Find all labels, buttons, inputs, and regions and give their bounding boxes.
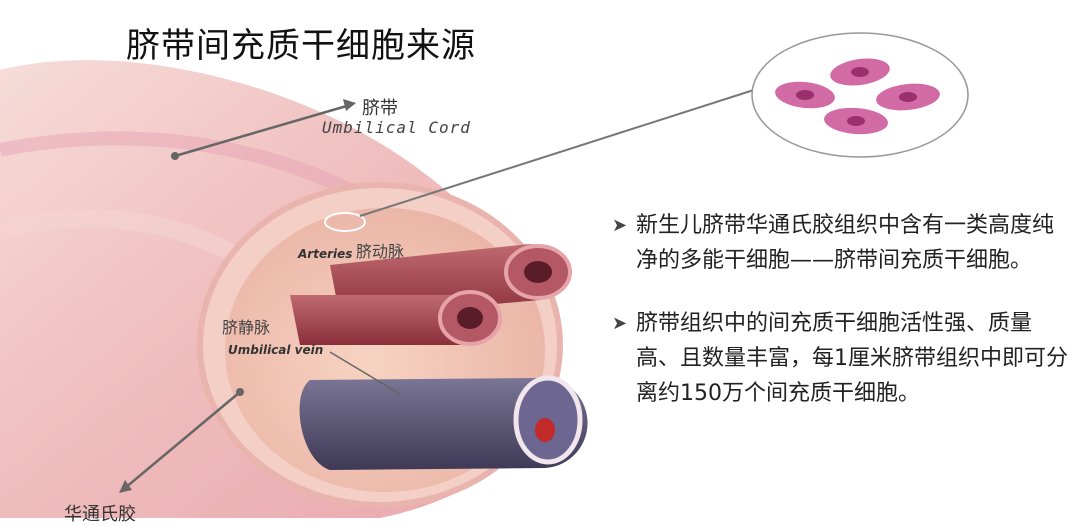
- vein: [299, 377, 588, 470]
- vein-label-en: Umbilical vein: [228, 343, 324, 357]
- page-title: 脐带间充质干细胞来源: [126, 26, 476, 66]
- description-list: ➤ 新生儿脐带华通氏胶组织中含有一类高度纯净的多能干细胞——脐带间充质干细胞。 …: [612, 208, 1072, 439]
- umbilical-cord-label-en: Umbilical Cord: [322, 118, 471, 137]
- vein-label-cn: 脐静脉: [222, 318, 271, 337]
- chevron-right-icon: ➤: [612, 215, 628, 236]
- umbilical-cord-label-cn: 脐带: [362, 98, 398, 119]
- stem-cells: [775, 58, 940, 135]
- description-text: 脐带组织中的间充质干细胞活性强、质量高、且数量丰富，每1厘米脐带组织中即可分离约…: [636, 311, 1068, 406]
- cell-inset: [751, 32, 969, 158]
- vein-pointer: [329, 351, 401, 395]
- wharton-jelly-label: 华通氏胶: [64, 504, 136, 525]
- arteries-label-cn: 脐动脉: [356, 242, 405, 261]
- pointer-line: [359, 87, 761, 217]
- arteries-label-en: Arteries: [298, 247, 353, 261]
- description-item: ➤ 新生儿脐带华通氏胶组织中含有一类高度纯净的多能干细胞——脐带间充质干细胞。: [612, 208, 1072, 278]
- description-text: 新生儿脐带华通氏胶组织中含有一类高度纯净的多能干细胞——脐带间充质干细胞。: [636, 213, 1055, 273]
- description-item: ➤ 脐带组织中的间充质干细胞活性强、质量高、且数量丰富，每1厘米脐带组织中即可分…: [612, 306, 1072, 411]
- sample-region-marker: [324, 212, 366, 232]
- cord-arrow: [174, 103, 351, 158]
- artery-lower: [290, 295, 486, 345]
- wharton-arrow: [124, 391, 241, 489]
- chevron-right-icon: ➤: [612, 313, 628, 334]
